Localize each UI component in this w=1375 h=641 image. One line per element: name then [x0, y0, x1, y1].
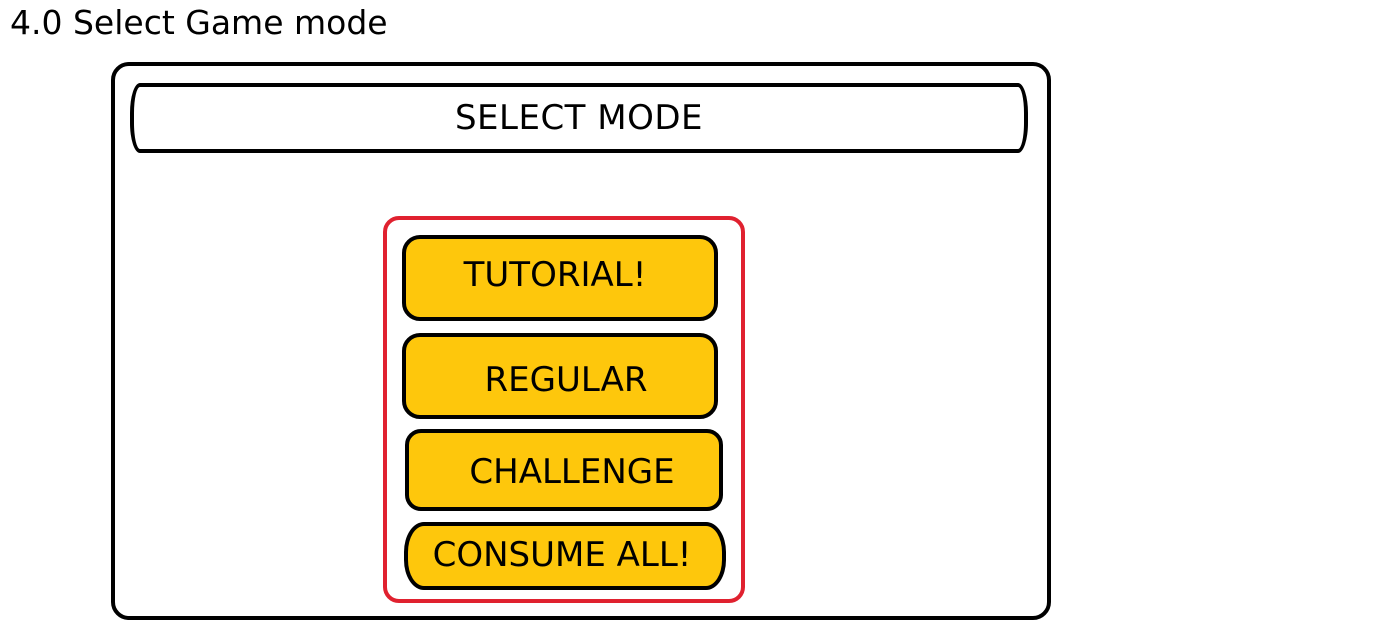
consume-all-button-label: CONSUME ALL! [432, 535, 692, 575]
regular-button[interactable]: REGULAR [402, 333, 718, 419]
tutorial-button[interactable]: TUTORIAL! [402, 235, 718, 321]
page-title: 4.0 Select Game mode [10, 3, 388, 42]
mode-selection-group [383, 216, 745, 603]
consume-all-button[interactable]: CONSUME ALL! [404, 522, 726, 590]
challenge-button[interactable]: CHALLENGE [405, 429, 723, 511]
challenge-button-label: CHALLENGE [469, 452, 675, 492]
regular-button-label: REGULAR [484, 360, 648, 400]
header-bar: SELECT MODE [130, 83, 1028, 153]
game-window [111, 62, 1051, 620]
header-title: SELECT MODE [454, 98, 704, 138]
tutorial-button-label: TUTORIAL! [463, 255, 647, 295]
